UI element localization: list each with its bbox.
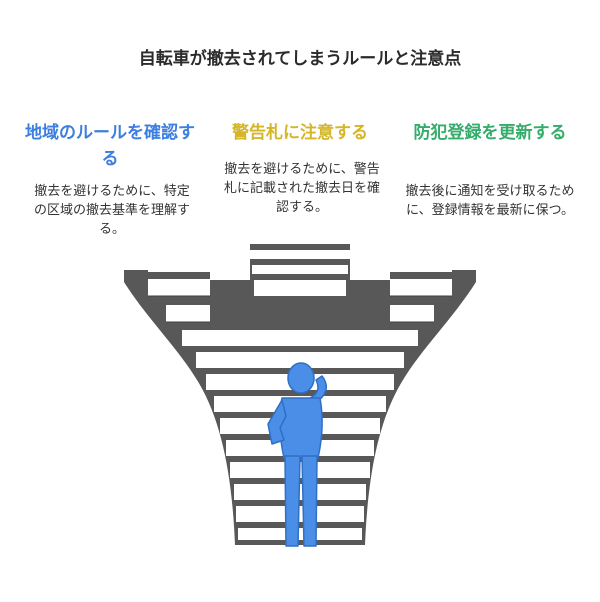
heading-registration: 防犯登録を更新する [413, 123, 567, 143]
heading-local-rules: 地域のルールを確認する [25, 123, 195, 169]
description-local-rules: 撤去を避けるために、特定の区域の撤去基準を理解する。 [33, 184, 190, 237]
top-tower-steps [250, 250, 350, 296]
description-warning-tag: 撤去を避けるために、警告札に記載された撤去日を確認する。 [223, 162, 380, 215]
right-step-faces [390, 279, 452, 322]
left-step-faces [148, 279, 210, 322]
confused-person-icon [267, 362, 327, 547]
step-edge-lines [148, 295, 452, 323]
description-registration: 撤去後に通知を受け取るために、登録情報を最新に保つ。 [405, 184, 575, 218]
heading-warning-tag: 警告札に注意する [232, 123, 368, 143]
staircase-body [124, 244, 476, 545]
page-title: 自転車が撤去されてしまうルールと注意点 [138, 49, 462, 69]
